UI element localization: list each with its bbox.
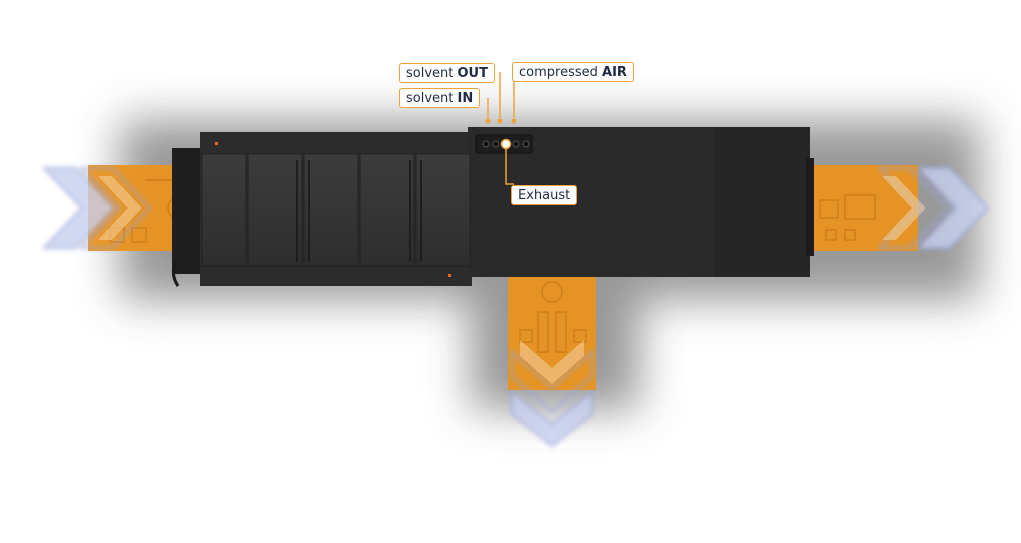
output-board-right [812, 165, 918, 251]
label-solvent-in-prefix: solvent [406, 91, 458, 106]
port-icon [482, 140, 490, 148]
label-compressed-air-strong: AIR [602, 65, 627, 80]
label-compressed-air-prefix: compressed [519, 65, 603, 80]
chevron-right-icon [41, 167, 152, 249]
port-icon [492, 140, 500, 148]
port-icon [500, 138, 512, 150]
chevron-right-icon [877, 167, 990, 249]
label-solvent-out: solvent OUT [399, 63, 495, 83]
label-compressed-air: compressed AIR [512, 62, 634, 82]
label-solvent-out-strong: OUT [457, 66, 488, 81]
port-icon [512, 140, 520, 148]
label-solvent-in: solvent IN [399, 88, 481, 108]
machine-doors [201, 142, 471, 277]
label-exhaust: Exhaust [511, 185, 578, 205]
label-solvent-in-strong: IN [457, 91, 474, 106]
label-exhaust-text: Exhaust [518, 188, 571, 203]
port-icon [522, 140, 530, 148]
leader-dots [485, 118, 517, 124]
chevron-down-icon [511, 340, 593, 448]
port-panel [475, 134, 533, 154]
label-solvent-out-prefix: solvent [406, 66, 458, 81]
